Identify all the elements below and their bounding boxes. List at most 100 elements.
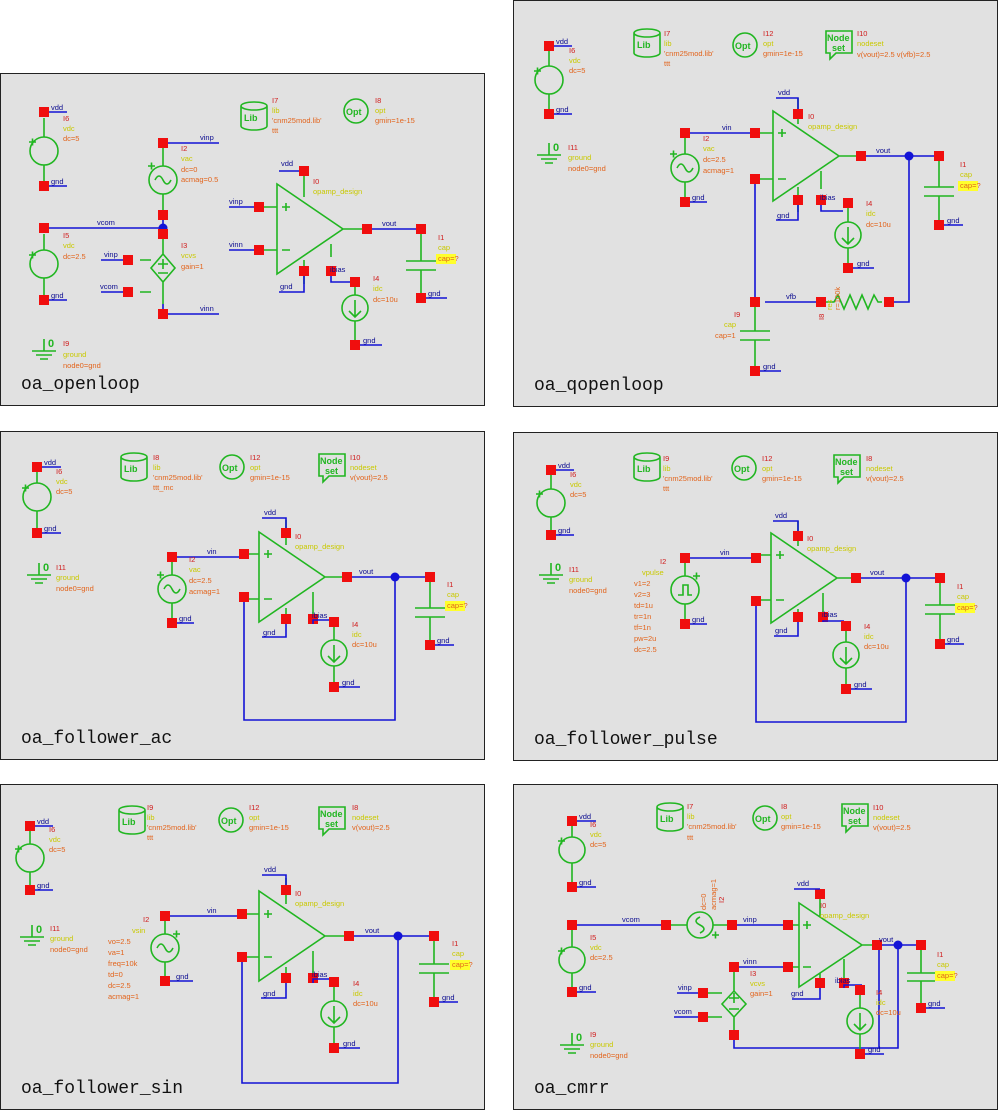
pin[interactable] — [254, 245, 264, 255]
pin[interactable] — [39, 295, 49, 305]
pin[interactable] — [416, 224, 426, 234]
pin[interactable] — [425, 640, 435, 650]
pin[interactable] — [729, 1030, 739, 1040]
opamp-symbol[interactable] — [246, 520, 342, 624]
pin[interactable] — [39, 223, 49, 233]
pin[interactable] — [237, 909, 247, 919]
pin[interactable] — [783, 920, 793, 930]
pin[interactable] — [751, 596, 761, 606]
pin[interactable] — [816, 297, 826, 307]
pin[interactable] — [727, 920, 737, 930]
pin[interactable] — [567, 816, 577, 826]
pin[interactable] — [839, 978, 849, 988]
pin[interactable] — [818, 612, 828, 622]
pin[interactable] — [934, 151, 944, 161]
pin[interactable] — [158, 138, 168, 148]
cap-symbol[interactable] — [924, 161, 954, 220]
pin[interactable] — [783, 962, 793, 972]
pin[interactable] — [158, 309, 168, 319]
cap-symbol[interactable] — [907, 950, 935, 1003]
pin[interactable] — [429, 997, 439, 1007]
pin[interactable] — [350, 277, 360, 287]
pin[interactable] — [935, 639, 945, 649]
pin[interactable] — [841, 684, 851, 694]
pin[interactable] — [123, 255, 133, 265]
pin[interactable] — [698, 988, 708, 998]
pin[interactable] — [793, 612, 803, 622]
pin[interactable] — [25, 885, 35, 895]
pin[interactable] — [546, 465, 556, 475]
pin[interactable] — [793, 531, 803, 541]
pin[interactable] — [816, 195, 826, 205]
pin[interactable] — [680, 619, 690, 629]
pin[interactable] — [25, 821, 35, 831]
pin[interactable] — [32, 528, 42, 538]
pin[interactable] — [843, 263, 853, 273]
cap-symbol[interactable] — [740, 307, 770, 367]
cap-symbol[interactable] — [406, 234, 436, 296]
vcvs-symbol[interactable] — [708, 972, 748, 1030]
pin[interactable] — [237, 952, 247, 962]
opamp-symbol[interactable] — [758, 521, 851, 625]
pin[interactable] — [329, 977, 339, 987]
vcvs-symbol[interactable] — [140, 234, 177, 304]
pin[interactable] — [281, 528, 291, 538]
pin[interactable] — [281, 885, 291, 895]
pin[interactable] — [281, 973, 291, 983]
pin[interactable] — [680, 197, 690, 207]
pin[interactable] — [851, 573, 861, 583]
pin[interactable] — [855, 985, 865, 995]
pin[interactable] — [123, 287, 133, 297]
pin[interactable] — [329, 1043, 339, 1053]
pin[interactable] — [567, 987, 577, 997]
pin[interactable] — [32, 462, 42, 472]
pin[interactable] — [344, 931, 354, 941]
pin[interactable] — [916, 940, 926, 950]
pin[interactable] — [680, 553, 690, 563]
pin[interactable] — [254, 202, 264, 212]
pin[interactable] — [855, 1049, 865, 1059]
opamp-symbol[interactable] — [791, 889, 875, 989]
pin[interactable] — [750, 174, 760, 184]
pin[interactable] — [567, 882, 577, 892]
pin[interactable] — [158, 229, 168, 239]
pin[interactable] — [281, 614, 291, 624]
pin[interactable] — [329, 617, 339, 627]
pin[interactable] — [793, 109, 803, 119]
pin[interactable] — [698, 1012, 708, 1022]
pin[interactable] — [167, 552, 177, 562]
pin[interactable] — [299, 166, 309, 176]
pin[interactable] — [935, 573, 945, 583]
pin[interactable] — [160, 911, 170, 921]
pin[interactable] — [425, 572, 435, 582]
pin[interactable] — [934, 220, 944, 230]
pin[interactable] — [160, 976, 170, 986]
pin[interactable] — [567, 920, 577, 930]
pin[interactable] — [239, 592, 249, 602]
pin[interactable] — [546, 530, 556, 540]
pin[interactable] — [239, 549, 249, 559]
pin[interactable] — [661, 920, 671, 930]
pin[interactable] — [750, 297, 760, 307]
pin[interactable] — [884, 297, 894, 307]
pin[interactable] — [680, 128, 690, 138]
pin[interactable] — [299, 266, 309, 276]
pin[interactable] — [158, 210, 168, 220]
resistor-symbol[interactable] — [826, 292, 882, 312]
cap-symbol[interactable] — [925, 583, 955, 639]
pin[interactable] — [751, 553, 761, 563]
pin[interactable] — [750, 128, 760, 138]
cap-symbol[interactable] — [419, 941, 449, 997]
pin[interactable] — [841, 621, 851, 631]
pin[interactable] — [308, 614, 318, 624]
pin[interactable] — [308, 973, 318, 983]
pin[interactable] — [729, 962, 739, 972]
pin[interactable] — [39, 107, 49, 117]
pin[interactable] — [350, 340, 360, 350]
pin[interactable] — [167, 618, 177, 628]
pin[interactable] — [856, 151, 866, 161]
pin[interactable] — [39, 181, 49, 191]
pin[interactable] — [416, 293, 426, 303]
pin[interactable] — [544, 109, 554, 119]
pin[interactable] — [342, 572, 352, 582]
